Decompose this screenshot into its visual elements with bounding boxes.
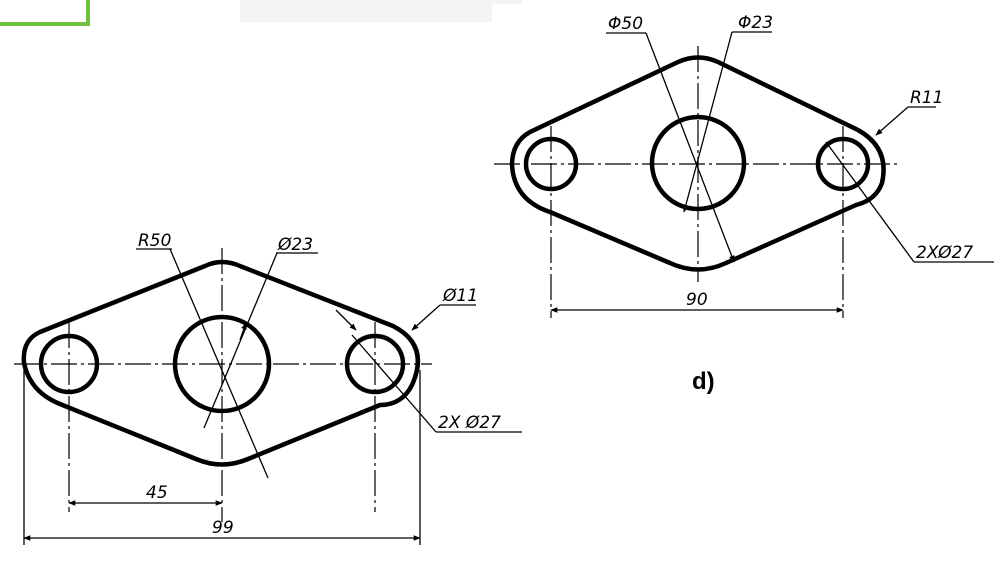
label-45: 45 <box>146 483 168 503</box>
subfigure-caption: d) <box>692 368 715 395</box>
label-2xphi27: 2XØ27 <box>916 243 973 263</box>
label-d11: Ø11 <box>442 286 478 306</box>
label-d23-left: Ø23 <box>277 235 313 255</box>
green-frame-decoration <box>0 0 90 26</box>
top-grey-bar <box>240 0 492 22</box>
leader-r11 <box>875 106 909 136</box>
leader-2xd27 <box>351 334 437 433</box>
label-99: 99 <box>212 518 234 538</box>
right-drawing: Φ50 Φ23 R11 2XØ27 90 d) <box>494 13 994 395</box>
leader-d11-inner <box>335 309 357 331</box>
leader-phi50 <box>645 32 735 263</box>
label-r11: R11 <box>910 88 943 108</box>
leader-r50 <box>169 248 269 479</box>
right-plate-outline <box>509 55 886 272</box>
leader-d23-arrow <box>239 322 247 341</box>
label-r50: R50 <box>138 231 171 251</box>
label-phi50: Φ50 <box>608 14 643 34</box>
leader-2xphi27 <box>825 141 915 263</box>
left-plate-outline <box>21 259 421 467</box>
leader-d11 <box>411 304 441 331</box>
label-90: 90 <box>686 290 708 310</box>
top-grey-bar-tail <box>492 0 522 4</box>
left-drawing: R50 Ø23 Ø11 2X Ø27 45 99 <box>14 231 522 545</box>
leader-d23 <box>203 252 278 429</box>
label-phi23: Φ23 <box>738 13 773 33</box>
leader-phi23 <box>682 31 733 213</box>
label-2xd27-left: 2X Ø27 <box>438 413 501 433</box>
